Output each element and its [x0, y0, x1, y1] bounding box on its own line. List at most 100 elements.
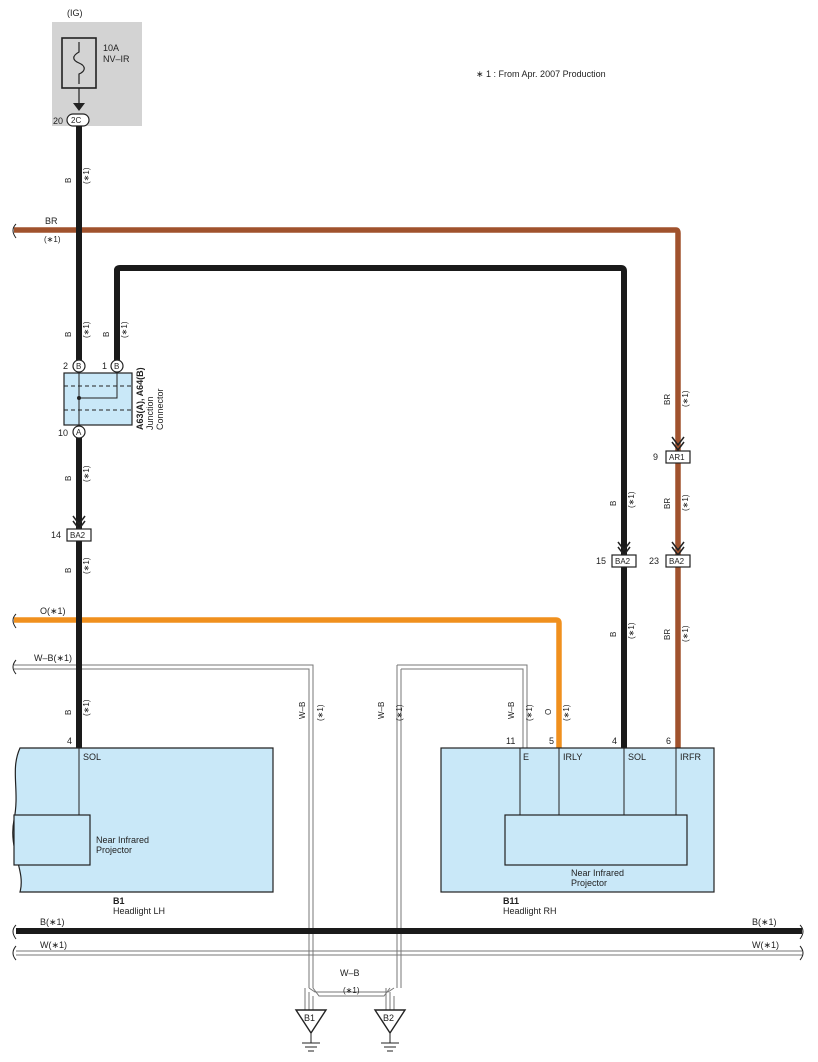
fuse-icon: [73, 42, 85, 84]
headlight-rh-terminal-irly: IRLY: [563, 752, 582, 762]
fuse-connector-label: 2C: [71, 116, 81, 125]
junction-connector: B B A 2 1 10 A63(A), A64(B) Junction Con…: [58, 359, 165, 439]
wires-b: [16, 126, 802, 934]
svg-text:(∗1): (∗1): [562, 704, 571, 721]
svg-text:(∗1): (∗1): [82, 557, 91, 574]
svg-text:W–B: W–B: [298, 702, 307, 719]
headlight-lh-component-1: Near Infrared: [96, 835, 149, 845]
svg-text:(∗1): (∗1): [120, 321, 129, 338]
svg-text:B(∗1): B(∗1): [752, 917, 777, 927]
svg-text:W–B: W–B: [340, 968, 360, 978]
headlight-rh-pin-4: 4: [612, 736, 617, 746]
svg-text:B: B: [64, 332, 73, 337]
ground-b1-triangle: [294, 1009, 328, 1035]
junction-pin-bottom: 10: [58, 428, 68, 438]
junction-pin-b-left: [72, 359, 86, 373]
wire-o: [14, 617, 562, 748]
svg-text:(∗1): (∗1): [681, 494, 690, 511]
svg-text:O: O: [544, 709, 553, 715]
svg-text:B: B: [64, 476, 73, 481]
junction-letter-a: A: [76, 428, 82, 437]
headlight-rh-pin-5: 5: [549, 736, 554, 746]
connector-ba2-15: BA2 15: [596, 541, 637, 568]
headlight-rh-terminal-e: E: [523, 752, 529, 762]
headlight-lh-name: Headlight LH: [113, 906, 165, 916]
headlight-rh-component-2: Projector: [571, 878, 607, 888]
fuse-arrow-icon: [73, 103, 85, 111]
svg-text:W(∗1): W(∗1): [40, 940, 67, 950]
headlight-rh-pin-6: 6: [666, 736, 671, 746]
svg-text:B: B: [102, 332, 111, 337]
headlight-lh-component-2: Projector: [96, 845, 132, 855]
thin-wires: [14, 664, 802, 997]
svg-text:(∗1): (∗1): [82, 167, 91, 184]
connector-ba2-14-label: BA2: [70, 531, 86, 540]
headlight-rh: 11 5 4 6 E IRLY SOL IRFR Near Infrared P…: [440, 736, 715, 916]
junction-pin-right: 1: [102, 361, 107, 371]
svg-text:(∗1): (∗1): [343, 986, 360, 995]
connector-pin-15: 15: [596, 556, 606, 566]
fuse-pin: 20: [53, 116, 63, 126]
svg-text:(∗1): (∗1): [82, 465, 91, 482]
svg-text:BR: BR: [663, 629, 672, 640]
connector-ba2-15-label: BA2: [615, 557, 631, 566]
svg-text:(∗1): (∗1): [525, 704, 534, 721]
headlight-lh-code: B1: [113, 896, 125, 906]
fuse-area: [52, 22, 142, 126]
ground-b2-triangle: [373, 1009, 407, 1035]
svg-text:(∗1): (∗1): [44, 235, 61, 244]
svg-text:(∗1): (∗1): [82, 699, 91, 716]
svg-text:BR: BR: [663, 498, 672, 509]
vertical-wire-labels: B (∗1) B (∗1) B (∗1) B (∗1) B (∗1) B (∗1…: [64, 167, 690, 721]
headlight-rh-code: B11: [503, 896, 519, 906]
ground-b2-label: B2: [383, 1013, 394, 1023]
connector-ar1-9: AR1 9: [653, 436, 691, 464]
connector-pin-14: 14: [51, 530, 61, 540]
wire-br: [14, 227, 681, 748]
svg-text:B: B: [609, 501, 618, 506]
headlight-rh-projector: [504, 814, 688, 866]
headlight-lh-projector: [13, 814, 91, 866]
svg-text:W–B: W–B: [507, 702, 516, 719]
svg-text:(∗1): (∗1): [681, 390, 690, 407]
svg-text:W–B: W–B: [377, 702, 386, 719]
ground-b2: B2: [373, 1009, 407, 1052]
headlight-rh-terminal-sol: SOL: [628, 752, 646, 762]
svg-text:(∗1): (∗1): [627, 491, 636, 508]
svg-text:(∗1): (∗1): [627, 622, 636, 639]
junction-letter-b-left: B: [76, 362, 81, 371]
svg-text:(∗1): (∗1): [395, 704, 404, 721]
headlight-rh-component-1: Near Infrared: [571, 868, 624, 878]
svg-text:BR: BR: [45, 216, 58, 226]
ground-b1-label: B1: [304, 1013, 315, 1023]
ground-b1-icon: [302, 1042, 320, 1052]
junction-line2: Connector: [155, 388, 165, 430]
connector-ba2-23-label: BA2: [669, 557, 685, 566]
svg-text:(∗1): (∗1): [681, 625, 690, 642]
headlight-lh: 4 SOL Near Infrared Projector B1 Headlig…: [12, 736, 274, 916]
fuse-rating: 10A: [103, 43, 119, 53]
connector-pin-23: 23: [649, 556, 659, 566]
svg-text:B: B: [64, 568, 73, 573]
junction-title: A63(A), A64(B): [135, 367, 145, 430]
ground-b1: B1: [294, 1009, 328, 1052]
svg-text:W–B(∗1): W–B(∗1): [34, 653, 72, 663]
headlight-rh-pin-11: 11: [506, 736, 515, 746]
junction-pin-left: 2: [63, 361, 68, 371]
connector-ar1-label: AR1: [669, 453, 685, 462]
ground-b2-icon: [381, 1042, 399, 1052]
junction-pin-a: [72, 425, 86, 439]
svg-text:B(∗1): B(∗1): [40, 917, 65, 927]
svg-text:B: B: [64, 178, 73, 183]
junction-box: [63, 372, 133, 426]
svg-text:B: B: [64, 710, 73, 715]
svg-text:W(∗1): W(∗1): [752, 940, 779, 950]
junction-line1: Junction: [145, 396, 155, 430]
connector-pin-9: 9: [653, 452, 658, 462]
fuse-name: NV–IR: [103, 54, 130, 64]
svg-text:(∗1): (∗1): [82, 321, 91, 338]
horizontal-wire-labels: BR (∗1) O(∗1) W–B(∗1) B(∗1) W(∗1) B(∗1) …: [34, 216, 779, 995]
junction-pin-b-right: [110, 359, 124, 373]
fuse-ig-label: (IG): [67, 8, 83, 18]
headlight-rh-name: Headlight RH: [503, 906, 557, 916]
